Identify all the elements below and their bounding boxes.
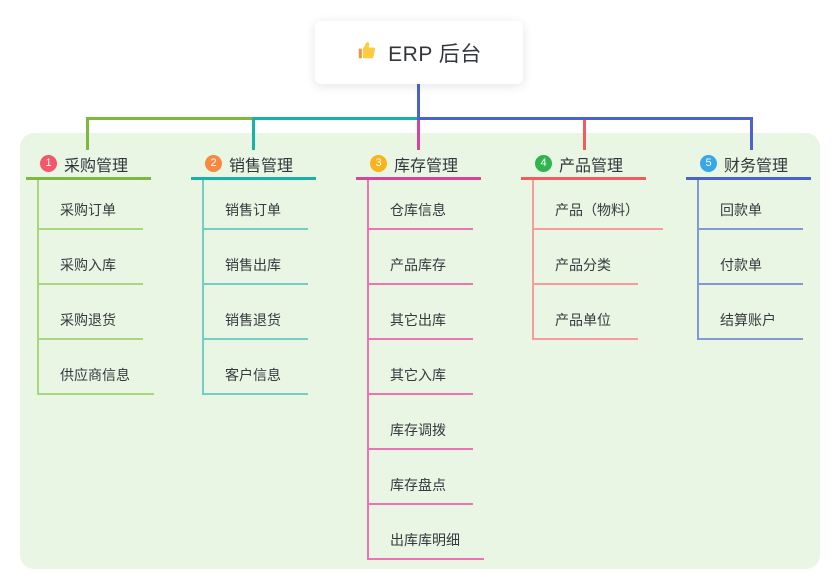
connector-drop-finance <box>750 117 753 150</box>
branch-sales-header[interactable]: 2 销售管理 <box>191 150 316 180</box>
connector-drop-product <box>583 120 586 150</box>
node-item[interactable]: 库存调拨 <box>369 395 473 450</box>
branch-sales-items: 销售订单 销售出库 销售退货 客户信息 <box>202 180 308 395</box>
branch-purchase-header[interactable]: 1 采购管理 <box>26 150 151 180</box>
branch-number-badge: 2 <box>205 155 222 172</box>
thumbs-up-icon <box>356 39 378 66</box>
branch-number-badge: 1 <box>40 155 57 172</box>
branch-purchase: 1 采购管理 采购订单 采购入库 采购退货 供应商信息 <box>26 150 154 395</box>
connector-horizontal-sales <box>252 117 417 120</box>
connector-drop-purchase <box>86 117 89 150</box>
branch-product: 4 产品管理 产品（物料） 产品分类 产品单位 <box>521 150 663 340</box>
branch-sales: 2 销售管理 销售订单 销售出库 销售退货 客户信息 <box>191 150 316 395</box>
node-item[interactable]: 仓库信息 <box>369 180 473 230</box>
branch-label: 产品管理 <box>559 157 624 175</box>
node-item[interactable]: 库存盘点 <box>369 450 473 505</box>
node-item[interactable]: 产品单位 <box>534 285 638 340</box>
node-item[interactable]: 采购订单 <box>39 180 143 230</box>
branch-label: 销售管理 <box>229 157 294 175</box>
branch-purchase-items: 采购订单 采购入库 采购退货 供应商信息 <box>37 180 154 395</box>
branch-product-items: 产品（物料） 产品分类 产品单位 <box>532 180 663 340</box>
branch-label: 财务管理 <box>724 157 789 175</box>
root-node-label: ERP 后台 <box>388 42 482 66</box>
connector-horizontal-purchase <box>86 117 255 120</box>
branch-inventory: 3 库存管理 仓库信息 产品库存 其它出库 其它入库 库存调拨 库存盘点 出库库… <box>356 150 484 560</box>
node-item[interactable]: 其它入库 <box>369 340 473 395</box>
branch-inventory-items: 仓库信息 产品库存 其它出库 其它入库 库存调拨 库存盘点 出库库明细 <box>367 180 484 560</box>
branch-finance-items: 回款单 付款单 结算账户 <box>697 180 803 340</box>
node-item[interactable]: 销售退货 <box>204 285 308 340</box>
node-item[interactable]: 产品库存 <box>369 230 473 285</box>
branch-inventory-header[interactable]: 3 库存管理 <box>356 150 481 180</box>
branch-number-badge: 5 <box>700 155 717 172</box>
connector-drop-sales <box>252 117 255 150</box>
branch-finance-header[interactable]: 5 财务管理 <box>686 150 811 180</box>
node-item[interactable]: 出库库明细 <box>369 505 484 560</box>
connector-horizontal-finance <box>417 117 753 120</box>
node-item[interactable]: 产品（物料） <box>534 180 663 230</box>
branch-product-header[interactable]: 4 产品管理 <box>521 150 646 180</box>
node-item[interactable]: 客户信息 <box>204 340 308 395</box>
node-item[interactable]: 回款单 <box>699 180 803 230</box>
node-item[interactable]: 采购退货 <box>39 285 143 340</box>
node-item[interactable]: 销售订单 <box>204 180 308 230</box>
node-item[interactable]: 产品分类 <box>534 230 638 285</box>
branch-number-badge: 3 <box>370 155 387 172</box>
branch-number-badge: 4 <box>535 155 552 172</box>
connector-drop-inventory <box>417 120 420 150</box>
node-item[interactable]: 结算账户 <box>699 285 803 340</box>
node-item[interactable]: 采购入库 <box>39 230 143 285</box>
node-item[interactable]: 供应商信息 <box>39 340 154 395</box>
node-item[interactable]: 销售出库 <box>204 230 308 285</box>
node-item[interactable]: 付款单 <box>699 230 803 285</box>
branch-finance: 5 财务管理 回款单 付款单 结算账户 <box>686 150 811 340</box>
connector-root-vertical <box>417 84 420 120</box>
root-node[interactable]: ERP 后台 <box>315 21 523 84</box>
branch-label: 库存管理 <box>394 157 459 175</box>
branches-panel <box>20 133 820 569</box>
node-item[interactable]: 其它出库 <box>369 285 473 340</box>
branch-label: 采购管理 <box>64 157 129 175</box>
